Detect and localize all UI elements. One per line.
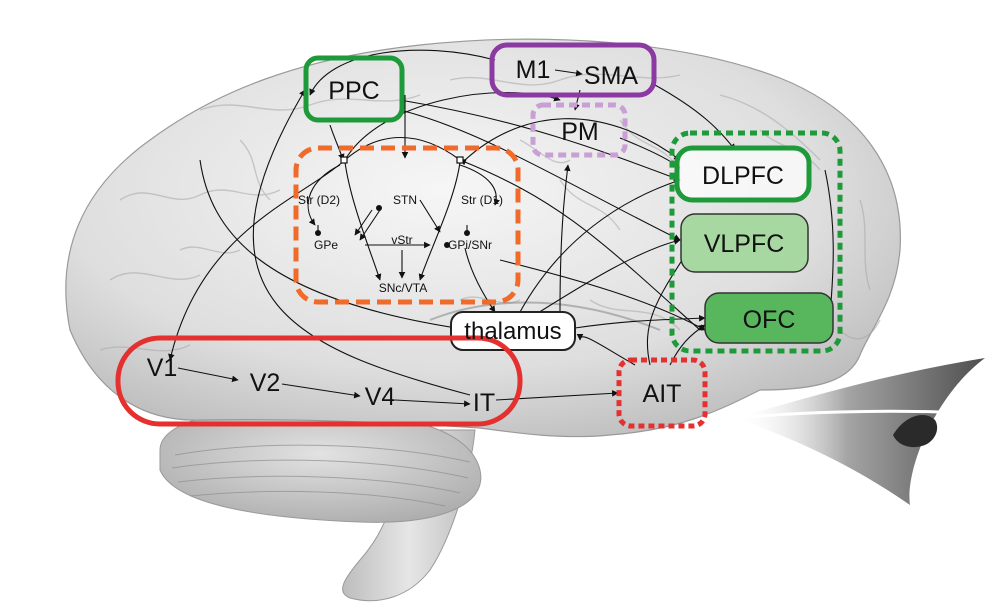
bg-nodes [315, 156, 470, 248]
label-sma: SMA [584, 62, 639, 90]
label-snc-vta: SNc/VTA [379, 281, 427, 295]
cerebellum-folia [171, 444, 471, 507]
ait-box [616, 357, 708, 429]
label-pm: PM [561, 118, 599, 146]
vlpfc-box [680, 213, 809, 273]
label-gpe: GPe [314, 238, 338, 252]
label-v2: V2 [250, 369, 281, 397]
label-dlpfc: DLPFC [702, 162, 784, 190]
label-vlpfc: VLPFC [704, 230, 785, 258]
label-ofc: OFC [743, 306, 796, 334]
label-stn: STN [393, 193, 417, 207]
label-it: IT [473, 389, 495, 417]
pfc-group-box [669, 130, 843, 354]
m1-sma-box [489, 42, 657, 98]
eye-icon [734, 358, 985, 505]
ventral-stream-box [115, 335, 523, 427]
ppc-box [303, 55, 405, 123]
pm-box [530, 102, 628, 158]
label-thalamus: thalamus [464, 318, 561, 345]
label-ppc: PPC [328, 77, 379, 105]
dlpfc-box [674, 145, 812, 203]
label-ait: AIT [643, 380, 682, 408]
ofc-box [704, 292, 834, 344]
sylvian-fissure [429, 301, 661, 331]
label-v4: V4 [365, 383, 396, 411]
label-gpi-snr: GPi/SNr [448, 238, 492, 252]
label-str-d1: Str (D1) [461, 193, 503, 207]
label-m1: M1 [516, 56, 551, 84]
basal-ganglia-box [293, 145, 521, 305]
label-v1: V1 [147, 354, 178, 382]
label-str-d2: Str (D2) [298, 193, 340, 207]
label-vstr: vStr [391, 233, 412, 247]
connection-edges [168, 49, 834, 407]
